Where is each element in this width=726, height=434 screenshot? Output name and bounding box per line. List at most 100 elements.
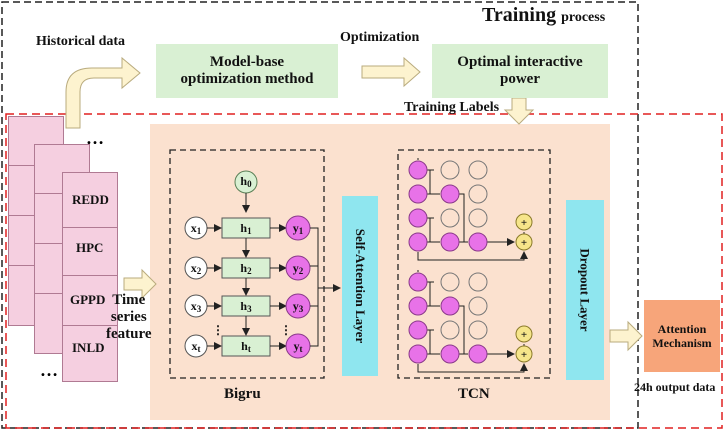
- self-attention-layer: Self-Attention Layer: [342, 196, 378, 376]
- training-labels-frame: [5, 113, 723, 429]
- tcn-node-0-2-2: [468, 208, 488, 228]
- tcn-link: [429, 282, 440, 307]
- hidden-label-h3: h3: [240, 299, 252, 314]
- title-main: Training: [482, 4, 557, 26]
- title-suffix: process: [561, 10, 606, 25]
- attention-arrow: [609, 320, 643, 352]
- training-labels-arrow: [503, 97, 535, 125]
- optimization-arrow: [361, 56, 421, 88]
- output-label-yt: yt: [294, 339, 303, 354]
- dataset-redd: REDD: [72, 192, 109, 207]
- tcn-node-0-2-1: [468, 184, 488, 204]
- tcn-node-1-1-1: [440, 296, 460, 316]
- output-data-label: 24h output data: [634, 380, 716, 394]
- input-label-x2: x2: [191, 261, 202, 276]
- attention-line1: Attention: [657, 321, 707, 336]
- tcn-link: [459, 193, 465, 242]
- input-label-x3: x3: [191, 299, 202, 314]
- tcn-adder-1-1: [515, 345, 533, 363]
- tcn-node-1-1-3: [440, 344, 460, 364]
- dataset-ellipsis-bottom: …: [40, 360, 58, 380]
- tcn-link: [459, 305, 465, 354]
- optimal-power-line1: Optimal interactive: [457, 53, 583, 70]
- optimal-power-line2: power: [499, 71, 540, 87]
- feature-line3: feature: [106, 326, 152, 342]
- dataset-sheet-front: [62, 172, 118, 382]
- tcn-link: [429, 218, 440, 243]
- model-panel: [150, 124, 610, 420]
- tcn-node-0-2-3: [468, 232, 488, 252]
- hidden-label-h1: h1: [240, 221, 252, 236]
- self-attention-label: Self-Attention Layer: [353, 228, 369, 344]
- feature-input-arrow: [123, 268, 157, 300]
- model-base-optimization-box: Model-base optimization method: [156, 44, 338, 98]
- tcn-adder-0-1: [515, 233, 533, 251]
- tcn-adder-symbol-1-1: +: [521, 349, 527, 361]
- tcn-node-1-2-2: [468, 320, 488, 340]
- tcn-node-1-1-2: [440, 320, 460, 340]
- tcn-node-0-1-2: [440, 208, 460, 228]
- bigru-caption: Bigru: [224, 386, 261, 402]
- attention-mechanism-box: Attention Mechanism: [644, 300, 720, 372]
- tcn-adder-symbol-0-1: +: [521, 237, 527, 249]
- dataset-ellipsis-top: …: [86, 128, 104, 148]
- tcn-node-1-0-2: [408, 320, 428, 340]
- optimal-interactive-power-box: Optimal interactive power: [432, 44, 608, 98]
- tcn-caption: TCN: [458, 386, 490, 402]
- dataset-gppd: GPPD: [70, 292, 106, 307]
- tcn-link: [429, 330, 440, 355]
- output-label-y3: y3: [293, 299, 304, 314]
- tcn-node-1-2-0: [468, 272, 488, 292]
- tcn-node-0-0-1: [408, 184, 428, 204]
- optimization-label: Optimization: [340, 30, 420, 45]
- input-label-x1: x1: [191, 221, 202, 236]
- hidden-label-h2: h2: [240, 261, 252, 276]
- model-base-line2: optimization method: [180, 71, 314, 87]
- tcn-node-0-0-3: [408, 232, 428, 252]
- historical-data-label: Historical data: [36, 34, 126, 49]
- time-series-feature-label: Time series feature: [106, 292, 152, 343]
- bigru-dots-right: ⋮: [280, 323, 292, 337]
- bigru-dots-left: ⋮: [212, 323, 224, 337]
- tcn-adder-0-0: [515, 213, 533, 231]
- tcn-frame: [397, 149, 551, 379]
- tcn-node-0-0-0: [408, 160, 428, 180]
- tcn-node-1-1-0: [440, 272, 460, 292]
- tcn-node-0-1-1: [440, 184, 460, 204]
- tcn-node-1-0-1: [408, 296, 428, 316]
- feature-line1: Time: [112, 292, 146, 308]
- tcn-node-0-1-3: [440, 232, 460, 252]
- dropout-label: Dropout Layer: [578, 248, 593, 332]
- output-label-y2: y2: [293, 261, 304, 276]
- tcn-node-1-0-0: [408, 272, 428, 292]
- tcn-node-1-2-1: [468, 296, 488, 316]
- tcn-link: [429, 170, 440, 195]
- input-label-xt: xt: [192, 339, 201, 354]
- historical-data-arrow: [65, 56, 141, 129]
- tcn-node-1-0-3: [408, 344, 428, 364]
- attention-line2: Mechanism: [652, 336, 712, 350]
- tcn-node-0-2-0: [468, 160, 488, 180]
- tcn-adder-symbol-0-0: +: [521, 217, 527, 229]
- output-label-y1: y1: [293, 221, 304, 236]
- dataset-hpc: HPC: [76, 240, 104, 255]
- training-process-title: Training process: [482, 4, 605, 27]
- tcn-adder-1-0: [515, 325, 533, 343]
- tcn-node-0-1-0: [440, 160, 460, 180]
- dataset-inld: INLD: [72, 340, 105, 355]
- tcn-residual: [417, 251, 528, 261]
- training-labels-label: Training Labels: [404, 100, 500, 115]
- tcn-adder-symbol-1-0: +: [521, 329, 527, 341]
- model-base-line1: Model-base: [209, 53, 285, 70]
- output-node-y2: [285, 255, 311, 281]
- hidden-label-ht: ht: [241, 339, 251, 354]
- h0-label: h0: [240, 174, 252, 189]
- tcn-node-1-2-3: [468, 344, 488, 364]
- tcn-node-0-0-2: [408, 208, 428, 228]
- bigru-frame: [169, 149, 325, 379]
- feature-line2: series: [110, 309, 147, 325]
- bigru-merge-lines: [310, 227, 340, 347]
- tcn-residual: [417, 363, 528, 373]
